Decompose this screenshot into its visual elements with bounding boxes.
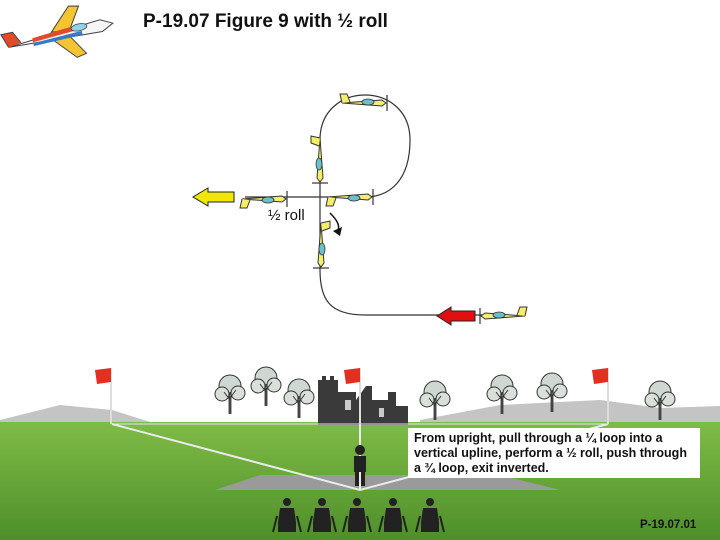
page-title: P-19.07 Figure 9 with ½ roll <box>143 11 388 32</box>
flight-path <box>245 94 485 316</box>
plane-icon <box>239 190 288 209</box>
mountain-range <box>0 405 160 425</box>
exit-arrow <box>192 187 235 207</box>
flag-icon <box>344 368 361 424</box>
roll-arrow <box>329 212 340 232</box>
entry-arrow <box>436 306 476 326</box>
aerobatic-plane-icon <box>0 5 114 58</box>
tree-icon <box>283 378 315 419</box>
roll-label: ½ roll <box>268 207 305 224</box>
figure-code: P-19.07.01 <box>640 519 697 531</box>
mountain-range <box>420 400 720 425</box>
tree-icon <box>419 380 451 421</box>
pilot-icon <box>354 445 366 486</box>
flag-icon <box>95 368 112 424</box>
castle-icon <box>318 376 408 425</box>
plane-icon <box>325 188 374 207</box>
tree-icon <box>214 374 246 415</box>
plane-icon <box>312 220 331 269</box>
plane-icon <box>310 135 329 184</box>
figure-description: From upright, pull through a ¼ loop into… <box>408 428 700 478</box>
tree-icon <box>250 366 282 407</box>
plane-icon <box>479 306 528 325</box>
flag-icon <box>592 368 609 424</box>
